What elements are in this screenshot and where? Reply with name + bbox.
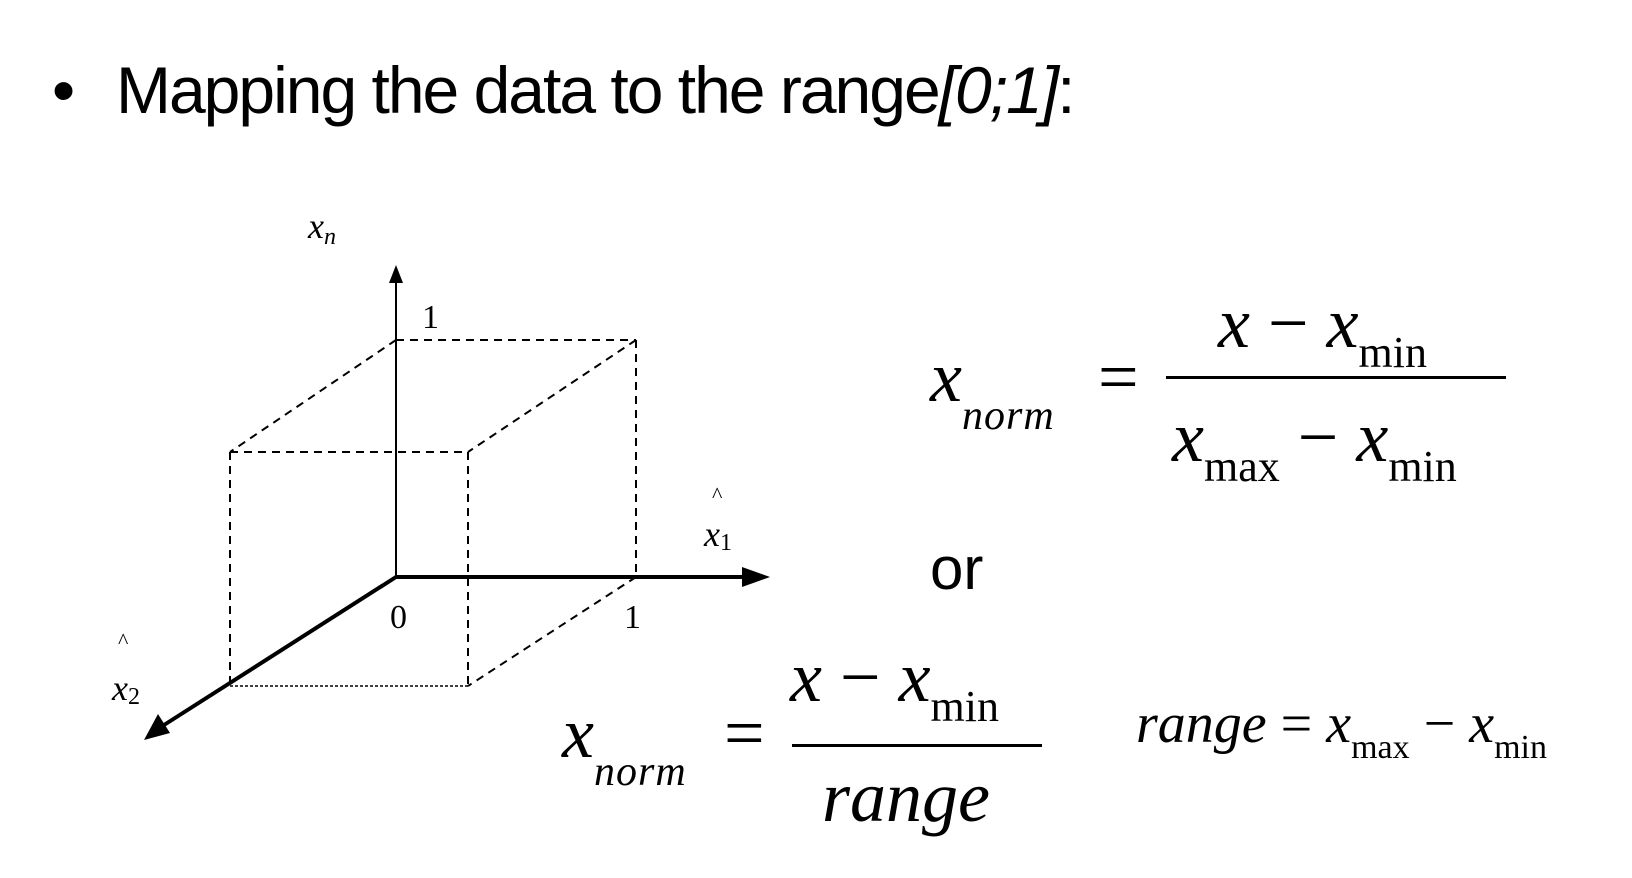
tick-origin: 0 [390, 599, 407, 636]
left-axis [162, 575, 398, 727]
formula1-fraction-bar [1166, 376, 1506, 379]
right-axis-hat: ^ [712, 482, 723, 507]
formula1-denominator: xmax − xmin [1172, 397, 1457, 491]
formula2-fraction-bar [792, 744, 1042, 747]
vertical-axis-label: xn [307, 206, 336, 250]
vertical-axis-arrowhead [389, 265, 403, 283]
bullet-symbol: • [52, 53, 75, 127]
right-axis-label: x1 [703, 514, 732, 556]
formula1-lhs: xnorm [930, 337, 1055, 439]
bullet-text: Mapping the data to the range [116, 53, 941, 127]
cube-dashed-edges [229, 339, 637, 687]
bullet-range: [0;1] [938, 53, 1059, 127]
tick-right: 1 [624, 599, 641, 636]
or-connector: or [930, 535, 984, 602]
bullet-colon: : [1057, 53, 1075, 127]
left-axis-arrowhead [144, 714, 170, 740]
formula1-numerator: x − xmin [1218, 283, 1427, 377]
formula2-lhs: xnorm [562, 693, 687, 795]
right-axis-arrowhead [742, 567, 770, 587]
formula2-equals: = [724, 693, 765, 773]
formula2-numerator: x − xmin [790, 637, 999, 731]
tick-top: 1 [422, 299, 439, 336]
left-axis-label: x2 [111, 668, 140, 710]
formula-range-definition: range = xmax − xmin [1136, 693, 1548, 766]
left-axis-hat: ^ [118, 628, 129, 653]
formula1-equals: = [1098, 337, 1139, 417]
bullet-heading: • Mapping the data to the range [0;1] : [52, 52, 1075, 128]
formula2-denominator: range [822, 757, 990, 837]
